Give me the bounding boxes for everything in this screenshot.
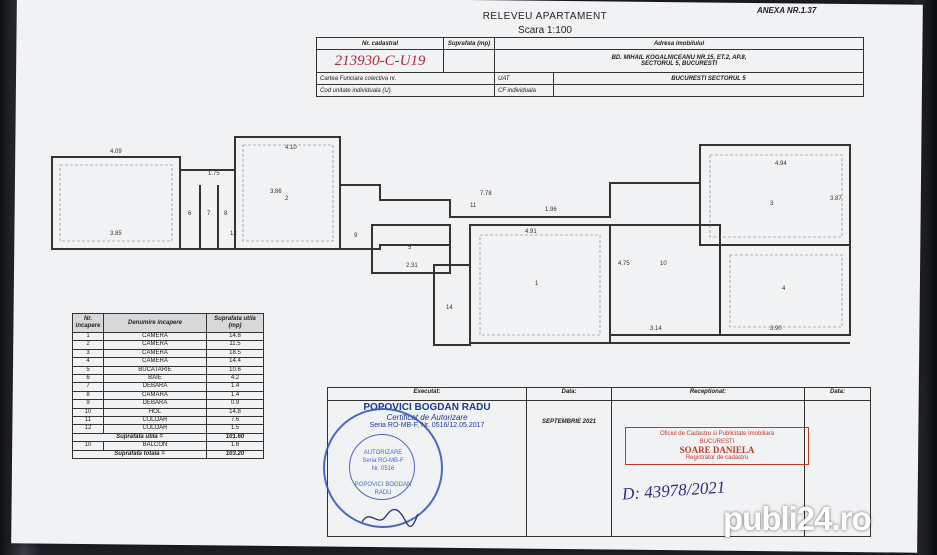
plan-room-1: [469, 224, 611, 344]
cf-label: Cartea Funciara colectiva nr.: [316, 72, 495, 85]
office-line-3: Registrator de cadastru: [685, 455, 749, 461]
room-number: 11: [470, 203, 477, 209]
dim-label: 4.75: [618, 261, 630, 267]
address-line-2: SECTORUL 5, BUCURESTI: [640, 61, 718, 67]
dim-label: 4.09: [110, 149, 122, 155]
floor-plan: 4.09 4.10 4.94 7.78 4.91 3.86 3.85 2.31 …: [51, 136, 851, 346]
room-number: 5: [408, 245, 412, 251]
office-registrar-name: SOARE DANIELA: [679, 445, 755, 455]
header-cadastral-label: Nr. cadastral: [316, 37, 444, 50]
room-number: 14: [446, 305, 453, 311]
area-cell: [443, 49, 495, 73]
received-cell: [611, 400, 805, 537]
plan-room-4: [719, 244, 851, 336]
plan-room-kitchen: [371, 224, 451, 274]
dim-label: 2.31: [406, 263, 418, 269]
stamp-line: Seria RO-MB-F: [362, 458, 404, 464]
dim-label: 4.10: [285, 145, 297, 151]
uat-value: BUCURESTI SECTORUL 5: [553, 72, 864, 85]
received-label: Receptionat:: [611, 387, 805, 401]
rooms-col-area: Suprafata utila (mp): [206, 313, 264, 333]
useful-area-row: Suprafata utila =101.60: [72, 432, 264, 443]
stamp-line: RADU: [374, 490, 392, 496]
plan-small-rooms: [179, 169, 236, 250]
date-label: Data:: [526, 387, 612, 401]
document-title: RELEVEU APARTAMENT: [482, 11, 608, 22]
room-number: 1: [535, 281, 539, 287]
site-watermark: publi24.ro: [723, 500, 872, 537]
surveyor-stamp: AUTORIZARE Seria RO-MB-F Nr. 0516 POPOVI…: [323, 408, 443, 528]
rooms-table: Nr. incapere Denumire incapere Suprafata…: [72, 313, 264, 460]
executed-label: Executat:: [327, 387, 527, 401]
document-title-block: RELEVEU APARTAMENT Scara 1:100: [440, 10, 650, 38]
dim-label: 1.96: [545, 207, 557, 213]
signature-scribble: [361, 508, 419, 528]
dim-label: 7.78: [480, 191, 492, 197]
dim-label: 3.85: [110, 231, 122, 237]
cf-individual-value: [553, 84, 864, 97]
dim-label: 3.87: [830, 196, 842, 202]
date-value: SEPTEMBRIE 2021: [526, 400, 612, 537]
header-table: Nr. cadastral Suprafata (mp) Adresa imob…: [316, 37, 864, 97]
plan-room-3: [699, 144, 851, 246]
stamp-line: Nr. 0516: [371, 466, 395, 472]
room-number: 2: [285, 196, 289, 202]
cadastral-number: 213930-C-U19: [316, 49, 444, 73]
certificate-label: Certificat de Autorizare: [386, 413, 468, 422]
plan-room-2: [234, 136, 341, 250]
room-number: 12: [230, 231, 237, 237]
room-number: 10: [660, 261, 667, 267]
date-label-2: Data:: [804, 387, 871, 401]
uat-label: UAT: [494, 72, 554, 85]
date-cell-2: [804, 400, 871, 537]
cf-individual-label: CF individuala: [494, 84, 554, 97]
header-address-label: Adresa imobilului: [494, 37, 864, 50]
stamp-line: AUTORIZARE: [363, 450, 403, 456]
unit-code-label: Cod unitate individuala (U): [316, 84, 495, 97]
cadastre-office-stamp: Oficiul de Cadastru si Publicitate Imobi…: [625, 427, 809, 465]
room-number: 4: [782, 286, 786, 292]
dim-label: 3.86: [270, 189, 282, 195]
rooms-col-nr: Nr. incapere: [72, 313, 104, 333]
room-number: 9: [354, 233, 358, 239]
room-number: 3: [770, 201, 774, 207]
dim-label: 4.91: [525, 229, 537, 235]
room-number: 6: [188, 211, 192, 217]
certificate-serie: Seria RO-MB-F, Nr. 0516/12.05.2017: [369, 422, 485, 429]
annex-number: ANEXA NR.1.37: [757, 6, 817, 15]
total-area-row: Suprafata totala =103.20: [72, 449, 264, 460]
office-line-2: BUCURESTI: [699, 439, 735, 445]
dim-label: 3.14: [650, 326, 662, 332]
address-line-1: BD. MIHAIL KOGALNICEANU NR.15, ET.2, AP.…: [611, 55, 747, 61]
rooms-col-name: Denumire incapere: [103, 313, 207, 333]
office-line-1: Oficiul de Cadastru si Publicitate Imobi…: [659, 431, 775, 437]
document-scale: Scara 1:100: [518, 25, 572, 36]
dim-label: 4.94: [775, 161, 787, 167]
room-number: 7: [207, 211, 211, 217]
stamp-line: POPOVICI BOGDAN: [354, 482, 412, 488]
dim-label: 1.75: [208, 171, 220, 177]
address-cell: BD. MIHAIL KOGALNICEANU NR.15, ET.2, AP.…: [494, 49, 864, 73]
room-number: 8: [224, 211, 228, 217]
plan-hall: [609, 224, 721, 336]
surveyor-name: POPOVICI BOGDAN RADU: [363, 402, 491, 413]
dim-label: 3.90: [770, 326, 782, 332]
header-area-label: Suprafata (mp): [443, 37, 495, 50]
